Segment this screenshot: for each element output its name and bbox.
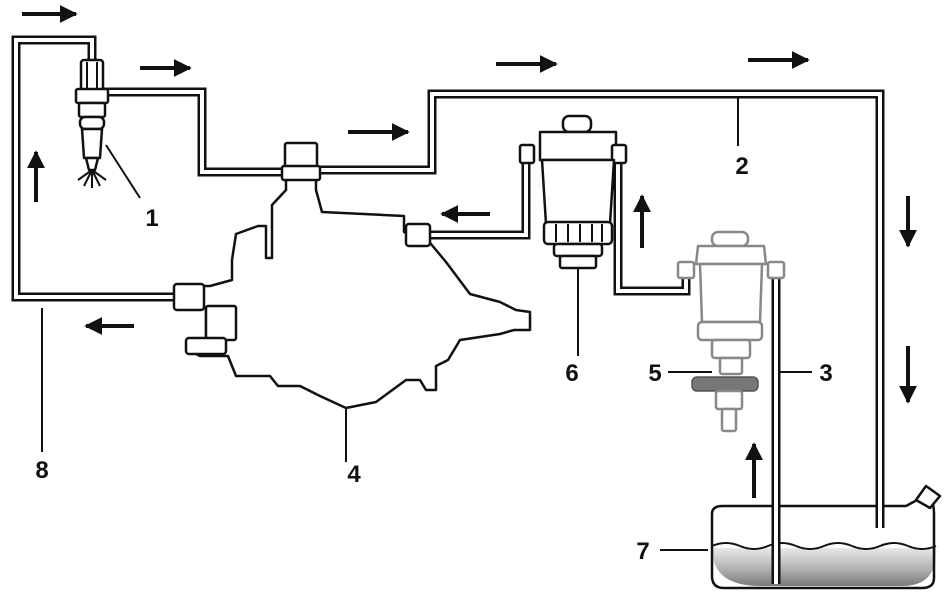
injector-return-line — [100, 87, 286, 177]
label-3: 3 — [819, 360, 832, 387]
tank-pipe-ends — [771, 500, 885, 584]
injection-pump — [172, 141, 532, 462]
label-8: 8 — [35, 457, 48, 484]
label-4: 4 — [347, 461, 361, 488]
flow-arrows — [22, 5, 917, 498]
return-line — [314, 89, 885, 528]
fuel-filter — [518, 114, 628, 356]
leak-off-line — [11, 35, 175, 302]
label-6: 6 — [565, 360, 578, 387]
label-7: 7 — [636, 538, 649, 565]
leader-1 — [105, 144, 141, 199]
hand-primer — [676, 230, 786, 433]
label-2: 2 — [735, 153, 748, 180]
filter-to-pump-line — [428, 160, 531, 240]
primer-to-filter-line — [613, 160, 691, 296]
label-5: 5 — [648, 360, 661, 387]
label-1: 1 — [145, 205, 158, 232]
injector — [74, 58, 110, 188]
fuel-tank — [710, 484, 942, 590]
